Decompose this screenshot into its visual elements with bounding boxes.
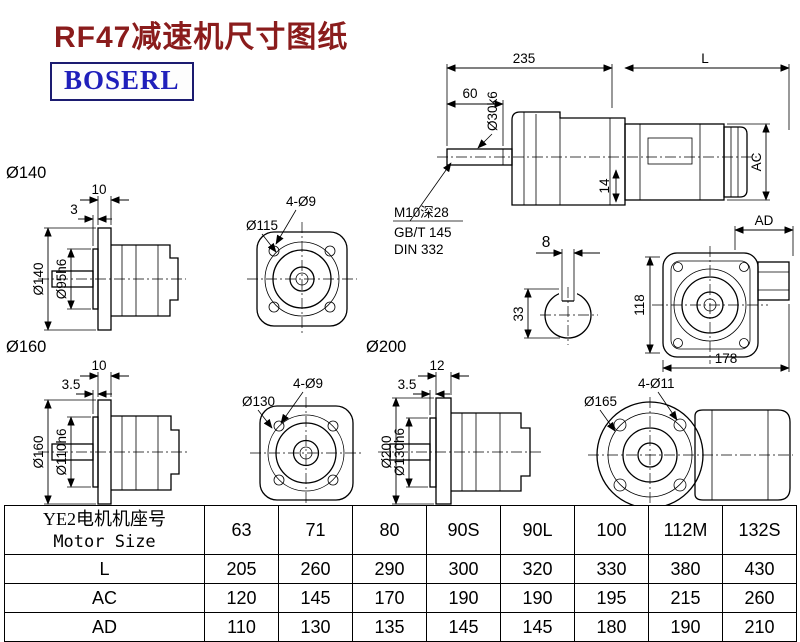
cell-L-132S: 430 [722,554,797,584]
cell-AD-90S: 145 [426,612,501,642]
table-row-L: L 205 260 290 300 320 330 380 430 [4,554,797,584]
dim-flange140-spigot: 3 [70,202,78,217]
size-column-63: 63 [204,505,279,555]
size-column-90L: 90L [500,505,575,555]
brand-text: BOSERL [64,65,180,95]
size-column-132S: 132S [722,505,797,555]
cell-L-90S: 300 [426,554,501,584]
dim-flange200-thickness: 12 [429,358,444,373]
cell-AD-80: 135 [352,612,427,642]
dim-118: 118 [632,294,647,316]
flange115-front-view: 4-Ø9 Ø115 [246,194,357,336]
motor-size-table: YE2电机机座号 Motor Size 63 71 80 90S 90L 100… [4,505,797,642]
motor-side-view: 235 L 60 Ø30k6 AC 14 AD [393,51,794,257]
dim-O130: Ø130 [242,394,275,409]
cell-AC-90L: 190 [500,583,575,613]
dim-4xO11: 4-Ø11 [638,376,675,391]
dim-flange160-spigot: 3.5 [62,377,81,392]
table-row-AC: AC 120 145 170 190 190 195 215 260 [4,583,797,613]
dim-AC: AC [749,152,764,171]
table-row-AD: AD 110 130 135 145 145 180 190 210 [4,612,797,642]
dim-AD: AD [755,213,774,228]
cell-L-71: 260 [278,554,353,584]
dim-flange160-spigot-dia: Ø110h6 [54,428,69,475]
cell-L-63: 205 [204,554,279,584]
dim-flange200-od: Ø200 [379,435,394,468]
row-label-L: L [4,554,205,584]
dim-235: 235 [513,51,536,66]
dim-4xO9-a: 4-Ø9 [286,194,316,209]
dim-flange160-od: Ø160 [31,435,46,468]
row-label-AD: AD [4,612,205,642]
cell-AD-112M: 190 [648,612,723,642]
cell-AD-71: 130 [278,612,353,642]
dim-flange200-spigot: 3.5 [398,377,417,392]
dim-flange140-od: Ø140 [31,262,46,295]
row-label-AC: AC [4,583,205,613]
dim-key-height: 33 [511,306,526,321]
technical-drawing: 235 L 60 Ø30k6 AC 14 AD [6,51,794,506]
label-flange160: Ø160 [6,338,46,356]
dim-L: L [701,51,709,66]
size-column-71: 71 [278,505,353,555]
dim-O165: Ø165 [584,394,617,409]
cell-L-90L: 320 [500,554,575,584]
dim-4xO9-b: 4-Ø9 [293,376,323,391]
table-header-row: YE2电机机座号 Motor Size 63 71 80 90S 90L 100… [4,505,797,555]
flange200-side-view: Ø200 12 3.5 Ø200 [366,338,542,505]
size-column-80: 80 [352,505,427,555]
cell-AC-132S: 260 [722,583,797,613]
cell-AD-100: 180 [574,612,649,642]
flange165-front-view: 4-Ø11 Ø165 [584,376,793,506]
dim-shaft-dia: Ø30k6 [485,91,500,131]
rear-view: 118 178 [632,246,790,372]
label-flange200: Ø200 [366,338,406,356]
dim-14: 14 [597,178,612,194]
cell-AC-90S: 190 [426,583,501,613]
cell-AC-112M: 215 [648,583,723,613]
cell-AC-100: 195 [574,583,649,613]
size-column-90S: 90S [426,505,501,555]
cell-L-80: 290 [352,554,427,584]
page-title: RF47减速机尺寸图纸 [54,21,349,54]
cell-L-112M: 380 [648,554,723,584]
header-motor-size-cell: YE2电机机座号 Motor Size [4,505,205,555]
flange140-side-view: Ø140 10 3 Ø140 [6,164,186,331]
cell-AC-80: 170 [352,583,427,613]
note-tap-hole: M10深28 [394,205,449,220]
cell-AC-71: 145 [278,583,353,613]
dim-178: 178 [715,351,738,366]
header-motor-size-cn: YE2电机机座号 [43,509,166,529]
size-column-112M: 112M [648,505,723,555]
dim-flange200-spigot-dia: Ø130h6 [392,428,407,476]
flange130-front-view: 4-Ø9 Ø130 [242,376,362,503]
dim-flange140-spigot-dia: Ø95h6 [54,259,69,300]
label-flange140: Ø140 [6,164,46,182]
cell-AD-132S: 210 [722,612,797,642]
cell-AD-90L: 145 [500,612,575,642]
cell-L-100: 330 [574,554,649,584]
flange160-side-view: Ø160 10 3.5 Ø160 [6,338,188,505]
note-gb-standard: GB/T 145 [394,225,452,240]
dim-flange140-thickness: 10 [91,182,106,197]
dim-flange160-thickness: 10 [91,358,106,373]
cell-AC-63: 120 [204,583,279,613]
shaft-end-view: 8 33 [511,234,600,345]
dim-key-width: 8 [542,234,551,251]
header-motor-size-en: Motor Size [53,532,156,552]
note-din-standard: DIN 332 [394,242,444,257]
dim-60: 60 [462,86,477,101]
dim-O115: Ø115 [246,218,278,233]
size-column-100: 100 [574,505,649,555]
cell-AD-63: 110 [204,612,279,642]
brand-logo: BOSERL [50,62,194,101]
